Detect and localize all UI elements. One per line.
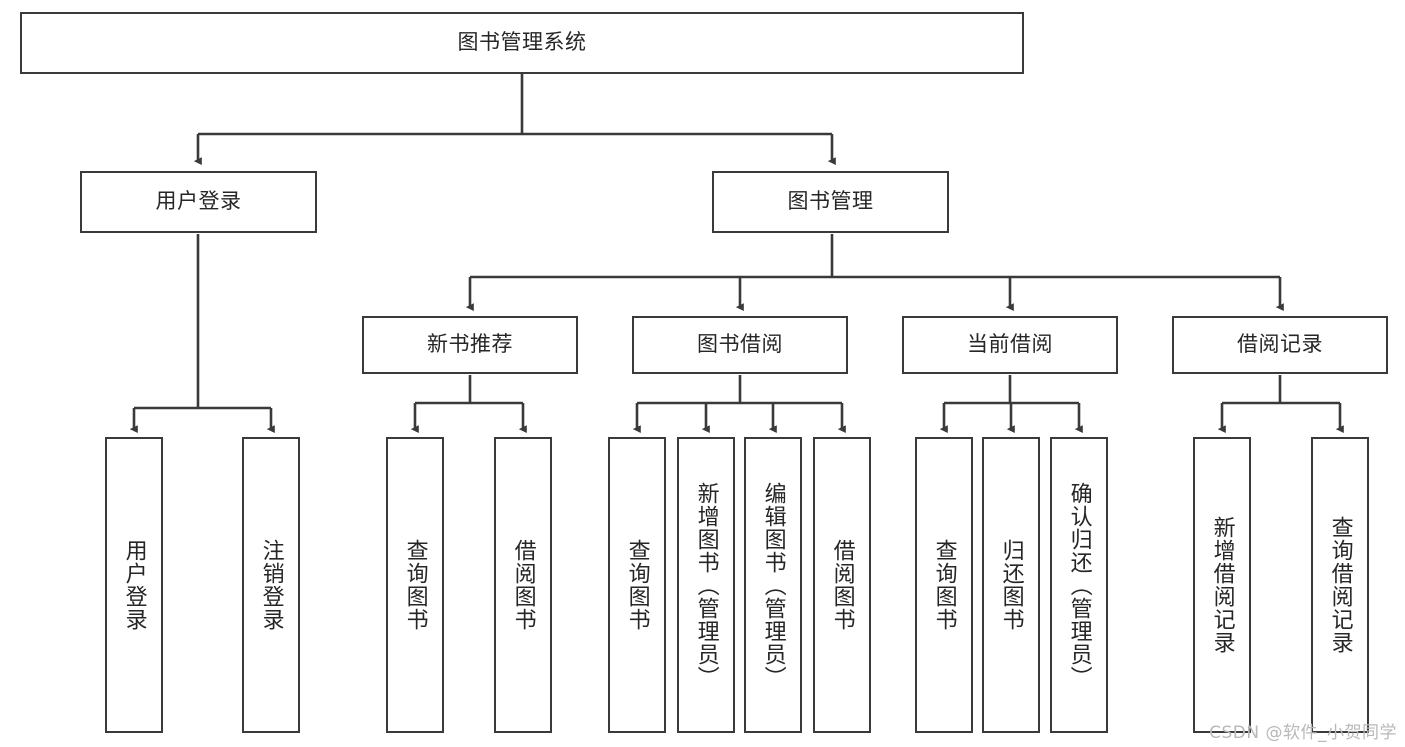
node-label: 用户登录 [155,189,242,214]
node-label: 借阅图书 [829,539,855,631]
node-label: 图书管理 [787,189,874,214]
node-label: 图书借阅 [697,332,783,357]
node-label: 注销登录 [258,539,284,631]
node-label: 借阅记录 [1237,332,1323,357]
node-root-book-management-system[interactable]: 图书管理系统 [20,12,1024,74]
node-leaf-borrow-book-recommend[interactable]: 借阅图书 [494,437,552,733]
node-label: 查询借阅记录 [1327,516,1353,654]
node-label: 查询图书 [624,539,650,631]
node-label: 确认归还（管理员） [1066,481,1092,689]
node-label: 编辑图书（管理员） [760,481,786,689]
node-leaf-user-login[interactable]: 用户登录 [105,437,163,733]
node-leaf-query-book-current[interactable]: 查询图书 [915,437,973,733]
csdn-watermark: CSDN @软件_小贺同学 [1209,723,1397,743]
node-borrow-record[interactable]: 借阅记录 [1172,316,1388,374]
node-leaf-query-book-borrow[interactable]: 查询图书 [608,437,666,733]
node-user-login[interactable]: 用户登录 [80,171,317,233]
node-leaf-edit-book-admin[interactable]: 编辑图书（管理员） [744,437,802,733]
node-leaf-return-book[interactable]: 归还图书 [982,437,1040,733]
node-leaf-add-book-admin[interactable]: 新增图书（管理员） [677,437,735,733]
node-new-book-recommend[interactable]: 新书推荐 [362,316,578,374]
node-label: 查询图书 [931,539,957,631]
node-leaf-borrow-book[interactable]: 借阅图书 [813,437,871,733]
node-label: 归还图书 [998,539,1024,631]
node-book-borrow[interactable]: 图书借阅 [632,316,848,374]
node-current-borrow[interactable]: 当前借阅 [902,316,1118,374]
node-leaf-logout[interactable]: 注销登录 [242,437,300,733]
node-label: 新增借阅记录 [1209,516,1235,654]
node-leaf-add-borrow-record[interactable]: 新增借阅记录 [1193,437,1251,733]
node-book-management[interactable]: 图书管理 [712,171,949,233]
node-leaf-query-borrow-record[interactable]: 查询借阅记录 [1311,437,1369,733]
node-label: 新增图书（管理员） [693,481,719,689]
node-label: 借阅图书 [510,539,536,631]
node-label: 图书管理系统 [457,30,587,55]
node-label: 当前借阅 [967,332,1053,357]
node-label: 查询图书 [402,539,428,631]
node-label: 新书推荐 [427,332,513,357]
node-leaf-confirm-return-admin[interactable]: 确认归还（管理员） [1050,437,1108,733]
node-label: 用户登录 [121,539,147,631]
node-leaf-query-book-recommend[interactable]: 查询图书 [386,437,444,733]
